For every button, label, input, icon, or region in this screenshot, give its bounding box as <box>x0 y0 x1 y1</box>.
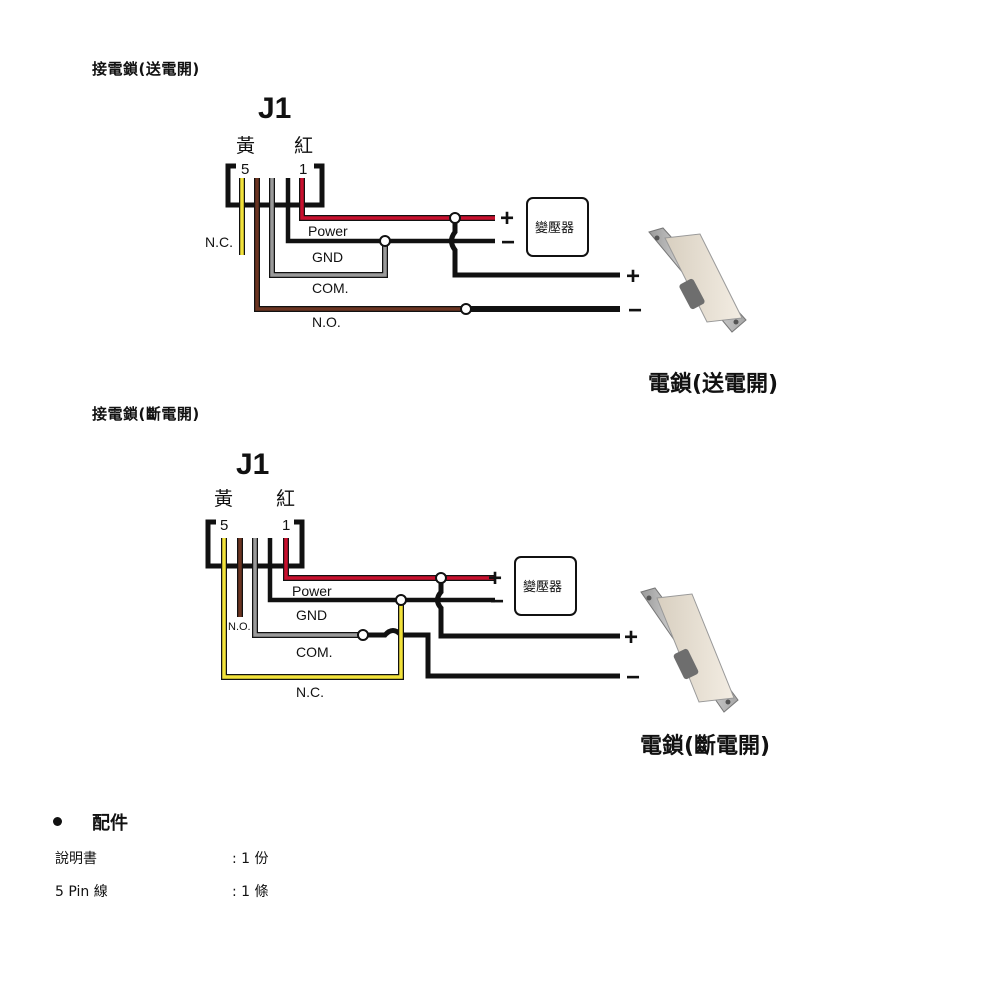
label-nc: N.C. <box>296 684 324 700</box>
gnd-wire <box>267 538 495 603</box>
transformer-minus: − <box>490 588 504 615</box>
label-com: COM. <box>312 280 349 296</box>
section1-diagram: J1 黃 紅 5 1 Power GND COM. N.O. N.C. + − … <box>205 92 747 333</box>
section2-diagram: J1 黃 紅 5 1 Power GND COM. N.C. N.O. + − … <box>205 448 739 713</box>
lock1-plus: + <box>626 263 640 290</box>
transformer-box <box>526 197 589 257</box>
label-power: Power <box>292 583 332 599</box>
junction-node <box>395 594 407 606</box>
junction-node <box>449 212 461 224</box>
label-nc: N.C. <box>205 234 233 250</box>
connector1-right-color: 紅 <box>294 135 313 157</box>
accessory-qty: : 1 份 <box>232 851 269 867</box>
label-no: N.O. <box>228 621 251 633</box>
lock2-caption: 電鎖(斷電開) <box>640 734 771 759</box>
connector2-left-color: 黃 <box>214 488 233 510</box>
transformer-plus: + <box>488 565 502 592</box>
label-gnd: GND <box>296 607 327 623</box>
lock2-plus-wire <box>435 578 620 639</box>
no-wire <box>255 178 466 311</box>
bullet-icon <box>53 817 62 826</box>
transformer-plus: + <box>500 205 514 232</box>
connector2-right-pin: 1 <box>282 517 290 534</box>
accessories-title: 配件 <box>92 813 128 834</box>
com-wire <box>253 538 363 637</box>
label-power: Power <box>308 223 348 239</box>
lock2-image <box>640 587 739 713</box>
connector1-right-pin: 1 <box>299 161 307 178</box>
junction-node <box>357 629 369 641</box>
power-wire <box>300 178 495 220</box>
connector2-right-color: 紅 <box>276 488 295 510</box>
connector1-title: J1 <box>258 92 291 125</box>
lock1-caption: 電鎖(送電開) <box>648 372 779 397</box>
lock1-minus: − <box>628 297 642 324</box>
power-wire <box>284 538 495 580</box>
nc-wire <box>222 538 403 679</box>
lock2-minus: − <box>626 664 640 691</box>
junction-node <box>379 235 391 247</box>
connector2-left-pin: 5 <box>220 517 228 534</box>
label-com: COM. <box>296 644 333 660</box>
junction-node <box>435 572 447 584</box>
accessory-qty: : 1 條 <box>232 884 269 900</box>
lock2-plus: + <box>624 624 638 651</box>
lock1-plus-wire <box>449 218 620 278</box>
junction-node <box>460 303 472 315</box>
transformer-minus: − <box>501 229 515 256</box>
connector2-title: J1 <box>236 448 269 481</box>
transformer-box <box>514 556 577 616</box>
label-no: N.O. <box>312 314 341 330</box>
com-wire <box>270 178 387 277</box>
transformer-label: 變壓器 <box>535 220 574 236</box>
section2-heading: 接電鎖(斷電開) <box>92 405 200 423</box>
lock1-image <box>648 227 747 333</box>
transformer-label: 變壓器 <box>523 579 562 595</box>
connector1-left-pin: 5 <box>241 161 249 178</box>
accessory-name: 5 Pin 線 <box>55 884 108 900</box>
label-gnd: GND <box>312 249 343 265</box>
connector1-left-color: 黃 <box>236 135 255 157</box>
lock2-minus-wire <box>363 628 620 679</box>
section1-heading: 接電鎖(送電開) <box>92 60 200 78</box>
accessory-name: 說明書 <box>55 851 97 867</box>
gnd-wire <box>285 178 495 244</box>
